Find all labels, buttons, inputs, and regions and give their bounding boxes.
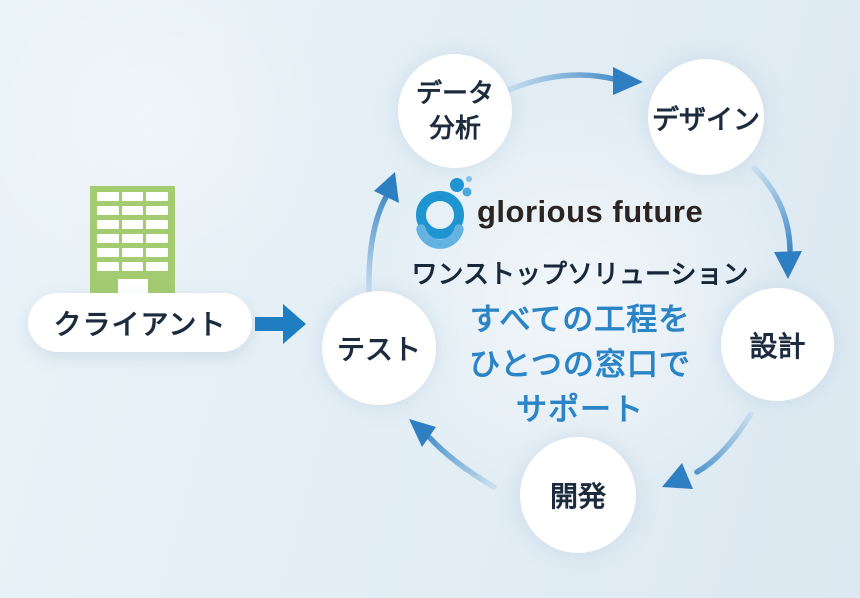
building-windows xyxy=(97,192,168,271)
office-building-icon xyxy=(90,186,175,300)
tagline: ワンストップソリューション xyxy=(411,259,749,289)
arrow-data-analysis-to-design-icon xyxy=(503,67,643,95)
message-line: サポート xyxy=(516,392,644,427)
step-label-line: データ xyxy=(415,78,494,108)
client-pill: クライアント xyxy=(28,293,252,352)
step-label-line: デザイン xyxy=(652,104,760,135)
glorious-future-logo-icon xyxy=(416,176,472,249)
brand-name: glorious future xyxy=(477,194,704,229)
cycle-step-design: デザイン xyxy=(648,59,764,175)
cycle-step-testing: テスト xyxy=(322,291,436,405)
step-label-line: テスト xyxy=(336,334,421,365)
message-line: ひとつの窓口で xyxy=(469,347,691,382)
client-label: クライアント xyxy=(53,308,227,340)
cycle-step-development: 開発 xyxy=(520,437,636,553)
message-line: すべての工程を xyxy=(469,302,691,337)
cycle-step-data-analysis: データ 分析 xyxy=(398,54,512,168)
step-label-line: 開発 xyxy=(549,481,606,512)
client-to-cycle-arrow-icon xyxy=(255,304,306,344)
step-label-line: 分析 xyxy=(428,113,481,143)
support-message: すべての工程を ひとつの窓口で サポート xyxy=(400,297,760,432)
step-label-line: 設計 xyxy=(749,330,806,362)
cycle-step-engineering: 設計 xyxy=(721,288,834,401)
